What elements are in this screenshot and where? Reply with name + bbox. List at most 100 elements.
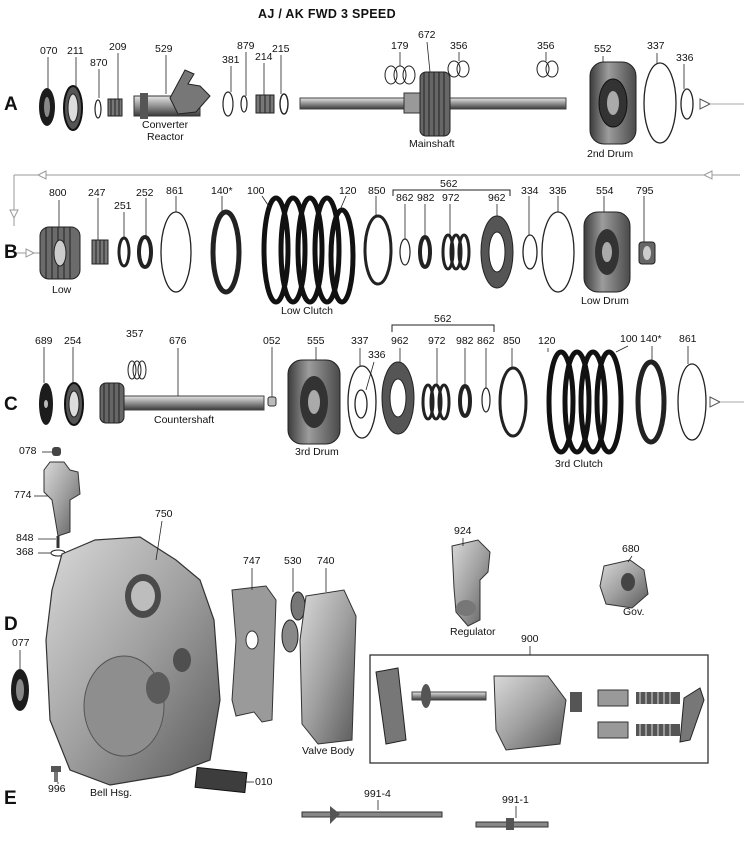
row-label-d: D bbox=[4, 614, 18, 635]
ring-982c bbox=[458, 384, 472, 418]
part-label: 870 bbox=[90, 57, 108, 69]
part-label: 100 bbox=[620, 333, 638, 345]
caption-converter: Converter bbox=[142, 119, 189, 131]
row-label-a: A bbox=[4, 94, 18, 115]
snapring-861c bbox=[677, 363, 707, 441]
part-label: 676 bbox=[169, 335, 187, 347]
part-label: 530 bbox=[284, 555, 302, 567]
row-b-parts bbox=[39, 189, 656, 305]
caption-low-drum: Low Drum bbox=[581, 295, 629, 307]
caption-low-clutch: Low Clutch bbox=[281, 305, 333, 317]
part-label: 554 bbox=[596, 185, 614, 197]
part-label: 254 bbox=[64, 335, 82, 347]
part-label: 356 bbox=[450, 40, 468, 52]
part-label: 862 bbox=[477, 335, 495, 347]
part-label: 337 bbox=[647, 40, 665, 52]
pump-774 bbox=[43, 461, 81, 537]
ring-336 bbox=[680, 88, 694, 120]
ring-862 bbox=[399, 238, 411, 266]
part-label: 356 bbox=[537, 40, 555, 52]
row-guide-ab bbox=[9, 170, 740, 258]
gear-672 bbox=[419, 71, 451, 137]
part-label: 850 bbox=[503, 335, 521, 347]
shaft-991-4 bbox=[301, 811, 443, 818]
part-label: 247 bbox=[88, 187, 106, 199]
row-d-parts bbox=[11, 447, 709, 794]
ring-870 bbox=[94, 99, 102, 119]
part-label: 991-4 bbox=[364, 788, 391, 800]
part-label: 120 bbox=[538, 335, 556, 347]
row-a-parts bbox=[39, 60, 744, 145]
rings-356a bbox=[447, 60, 470, 78]
caption-3rd-clutch: 3rd Clutch bbox=[555, 458, 603, 470]
part-label: 337 bbox=[351, 335, 369, 347]
clutch-pack-3rd bbox=[546, 349, 624, 455]
caption-gov: Gov. bbox=[623, 606, 645, 618]
part-label: 077 bbox=[12, 637, 30, 649]
part-label: 336 bbox=[676, 52, 694, 64]
part-label: 982 bbox=[456, 335, 474, 347]
snapring-335 bbox=[541, 211, 575, 293]
reactor-fork-529 bbox=[169, 69, 211, 115]
cap-078 bbox=[52, 447, 61, 456]
part-label: 529 bbox=[155, 43, 173, 55]
part-label: 800 bbox=[49, 187, 67, 199]
ring-850c bbox=[498, 366, 528, 438]
part-label: 555 bbox=[307, 335, 325, 347]
part-label: 861 bbox=[166, 185, 184, 197]
valve-assembly-box-900 bbox=[369, 654, 709, 764]
ring-381 bbox=[222, 91, 234, 117]
part-label: 900 bbox=[521, 633, 539, 645]
part-label: 850 bbox=[368, 185, 386, 197]
part-label: 070 bbox=[40, 45, 58, 57]
part-label: 052 bbox=[263, 335, 281, 347]
rings-179 bbox=[384, 65, 416, 85]
part-label: 861 bbox=[679, 333, 697, 345]
valve-body-740 bbox=[299, 589, 357, 745]
part-label: 251 bbox=[114, 200, 132, 212]
rings-356b bbox=[536, 60, 559, 78]
plate-140c bbox=[635, 359, 667, 445]
part-label: 381 bbox=[222, 54, 240, 66]
part-label: 750 bbox=[155, 508, 173, 520]
rings-357 bbox=[127, 360, 147, 380]
part-label: 010 bbox=[255, 776, 273, 788]
part-label: 972 bbox=[442, 192, 460, 204]
ring-215 bbox=[279, 93, 289, 115]
part-label: 996 bbox=[48, 783, 66, 795]
part-label: 982 bbox=[417, 192, 435, 204]
valve-plate-900 bbox=[375, 667, 407, 745]
ring-336c bbox=[354, 389, 368, 419]
part-label: 078 bbox=[19, 445, 37, 457]
part-label: 357 bbox=[126, 328, 144, 340]
row-c-parts bbox=[39, 324, 744, 455]
spring-972 bbox=[441, 233, 471, 271]
caption-reactor: Reactor bbox=[147, 131, 184, 143]
clutch-pack-low bbox=[261, 195, 356, 305]
ring-850 bbox=[363, 214, 393, 286]
caption-2nd-drum: 2nd Drum bbox=[587, 148, 634, 160]
part-label: 335 bbox=[549, 185, 567, 197]
part-label: 991-1 bbox=[502, 794, 529, 806]
part-label: 336 bbox=[368, 349, 386, 361]
plate-747 bbox=[231, 585, 277, 723]
caption-low: Low bbox=[52, 284, 72, 296]
diagram-title: AJ / AK FWD 3 SPEED bbox=[258, 7, 396, 21]
caption-mainshaft: Mainshaft bbox=[409, 138, 455, 150]
part-label: 962 bbox=[488, 192, 506, 204]
part-label: 140* bbox=[640, 333, 662, 345]
leader-lines bbox=[19, 41, 689, 818]
row-label-e: E bbox=[4, 788, 17, 809]
part-label: 680 bbox=[622, 543, 640, 555]
plug-052 bbox=[267, 396, 277, 407]
row-label-b: B bbox=[4, 242, 18, 263]
countershaft-676 bbox=[113, 395, 265, 411]
caption-valve-body: Valve Body bbox=[302, 745, 355, 757]
part-label: 747 bbox=[243, 555, 261, 567]
ring-252 bbox=[137, 235, 153, 269]
bolt-996 bbox=[51, 766, 61, 772]
part-label: 562 bbox=[440, 178, 458, 190]
part-label: 179 bbox=[391, 40, 409, 52]
